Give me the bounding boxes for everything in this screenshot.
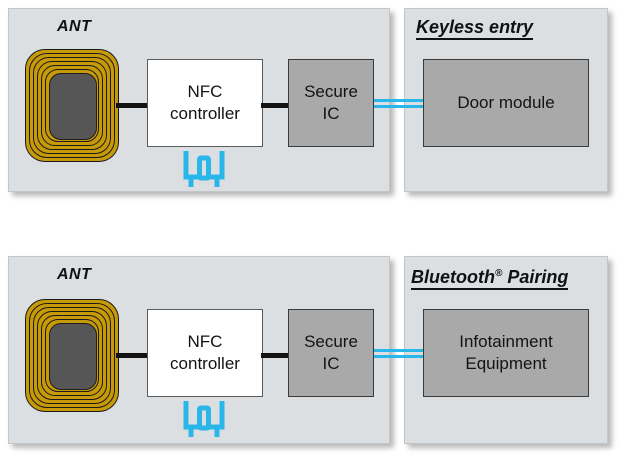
heading-tail: Pairing — [502, 267, 569, 287]
ant-label-top: ANT — [57, 18, 92, 35]
module-line1: Infotainment — [459, 332, 553, 352]
wire-controller-to-secureic-bottom — [261, 353, 290, 358]
heading-bluetooth-pairing: Bluetooth® Pairing — [411, 267, 569, 290]
nfc-controller-label-bottom: NFC controller — [170, 331, 240, 375]
nfc-antenna-coil-icon-top — [25, 49, 119, 162]
interface-link-bottom — [374, 349, 424, 358]
infotainment-equipment-block: Infotainment Equipment — [423, 309, 589, 397]
nfc-n-mark-icon-bottom — [183, 401, 225, 437]
wire-controller-to-secureic-top — [261, 103, 290, 108]
module-line2: Equipment — [465, 354, 547, 373]
controller-line2: controller — [170, 104, 240, 123]
controller-line1: NFC — [187, 82, 223, 102]
secure-line1: Secure — [304, 332, 358, 352]
heading-keyless-entry: Keyless entry — [416, 17, 534, 40]
module-line1: Door module — [457, 93, 555, 113]
nfc-controller-block-bottom: NFC controller — [147, 309, 263, 397]
wire-antenna-to-controller-bottom — [116, 353, 148, 358]
door-module-label: Door module — [457, 92, 554, 114]
controller-line1: NFC — [187, 332, 223, 352]
heading-text: Keyless entry — [416, 17, 534, 37]
nfc-antenna-coil-icon-bottom — [25, 299, 119, 412]
heading-text: Bluetooth — [411, 267, 495, 287]
secure-ic-label-top: Secure IC — [304, 81, 358, 125]
secure-line2: IC — [322, 104, 340, 123]
nfc-controller-block-top: NFC controller — [147, 59, 263, 147]
controller-line2: controller — [170, 354, 240, 373]
wire-antenna-to-controller-top — [116, 103, 148, 108]
nfc-n-mark-icon-top — [183, 151, 225, 187]
nfc-controller-label-top: NFC controller — [170, 81, 240, 125]
ant-label-bottom: ANT — [57, 266, 92, 283]
secure-ic-label-bottom: Secure IC — [304, 331, 358, 375]
door-module-block: Door module — [423, 59, 589, 147]
secure-line2: IC — [322, 354, 340, 373]
secure-ic-block-top: Secure IC — [288, 59, 374, 147]
secure-line1: Secure — [304, 82, 358, 102]
interface-link-top — [374, 99, 424, 108]
secure-ic-block-bottom: Secure IC — [288, 309, 374, 397]
infotainment-equipment-label: Infotainment Equipment — [459, 331, 553, 375]
registered-mark-icon: ® — [494, 268, 503, 279]
